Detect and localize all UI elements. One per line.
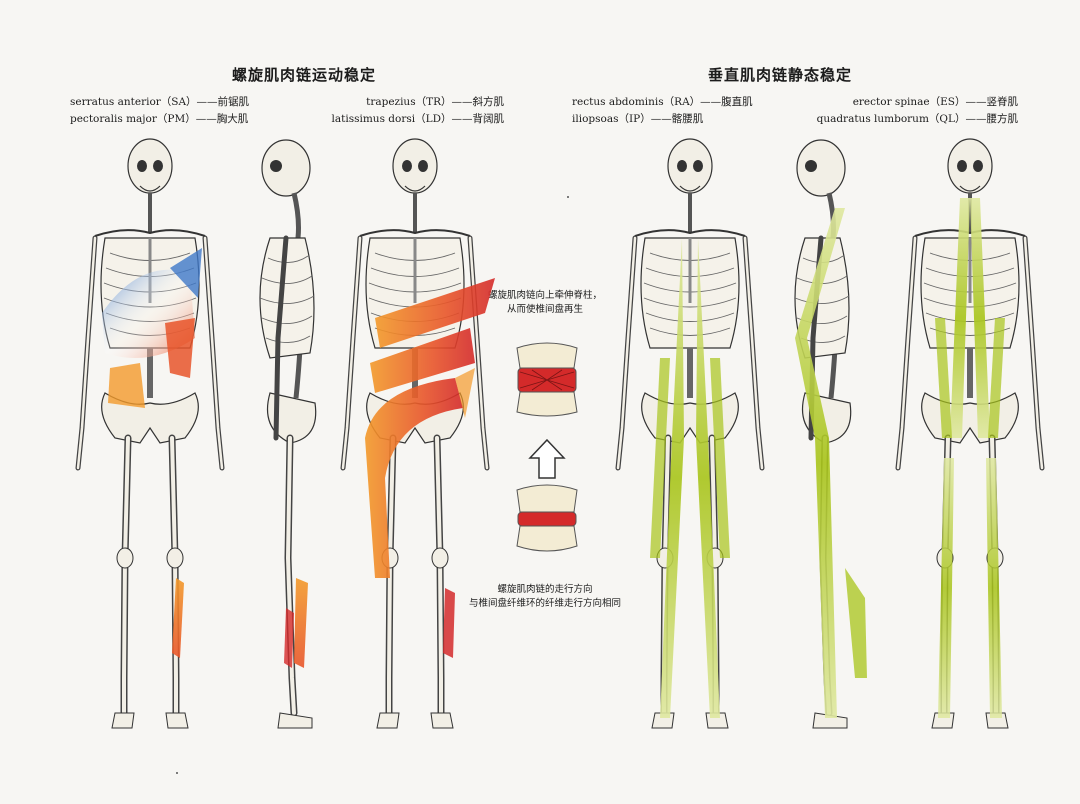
legend-item-rectus-abdominis: rectus abdominis（RA）——腹直肌: [572, 94, 753, 111]
vertical-chain-title: 垂直肌肉链静态稳定: [708, 64, 852, 85]
legend-vertical-back: erector spinae（ES）——竖脊肌 quadratus lumbor…: [817, 94, 1018, 128]
vertebra-disc-compressed: [517, 485, 577, 551]
vertebra-disc-regenerated: [517, 343, 577, 416]
legend-item-erector-spinae: erector spinae（ES）——竖脊肌: [817, 94, 1018, 111]
legend-item-serratus-anterior: serratus anterior（SA）——前锯肌: [70, 94, 249, 111]
legend-item-pectoralis-major: pectoralis major（PM）——胸大肌: [70, 111, 249, 128]
disc-diagram: [502, 340, 592, 570]
legend-item-iliopsoas: iliopsoas（IP）——髂腰肌: [572, 111, 753, 128]
speck: [567, 196, 569, 198]
legend-vertical-front: rectus abdominis（RA）——腹直肌 iliopsoas（IP）—…: [572, 94, 753, 128]
legend-item-trapezius: trapezius（TR）——斜方肌: [332, 94, 504, 111]
speck: [176, 772, 178, 774]
figure-vertical-back: [880, 138, 1060, 738]
figure-spiral-back: [325, 138, 505, 738]
up-arrow-icon: [530, 440, 564, 478]
spiral-chain-title: 螺旋肌肉链运动稳定: [232, 64, 376, 85]
legend-spiral-front: serratus anterior（SA）——前锯肌 pectoralis ma…: [70, 94, 249, 128]
legend-item-quadratus-lumborum: quadratus lumborum（QL）——腰方肌: [817, 111, 1018, 128]
legend-item-latissimus-dorsi: latissimus dorsi（LD）——背阔肌: [332, 111, 504, 128]
legend-spiral-back: trapezius（TR）——斜方肌 latissimus dorsi（LD）—…: [332, 94, 504, 128]
